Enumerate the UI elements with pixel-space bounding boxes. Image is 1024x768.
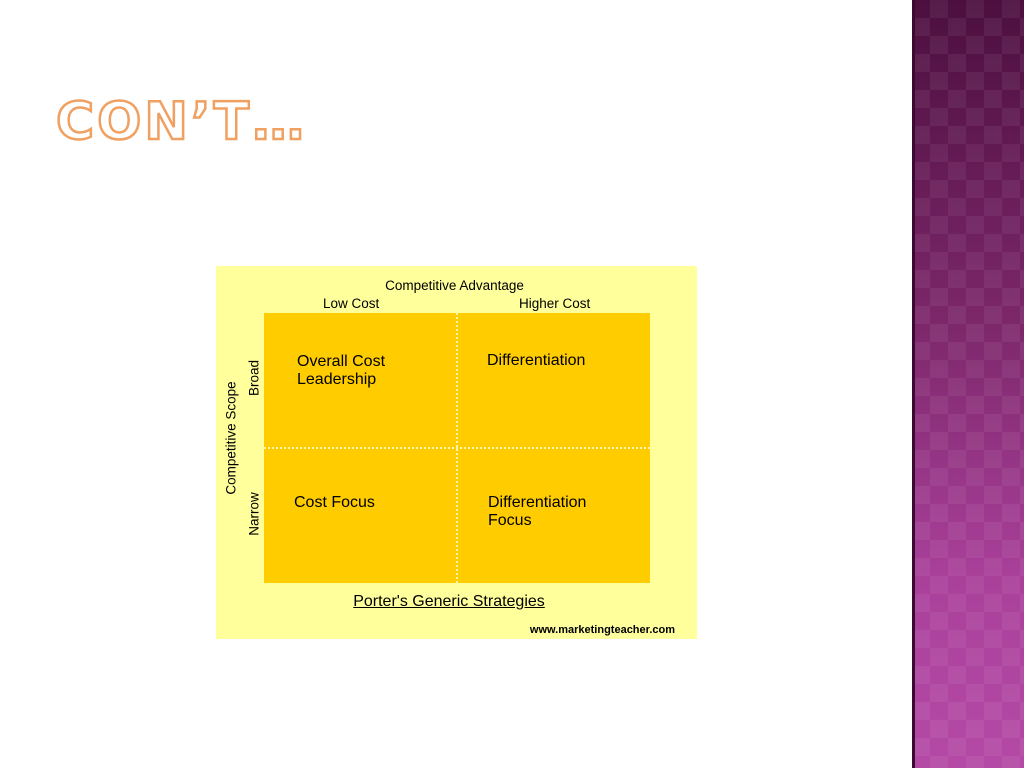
cell-line: Differentiation bbox=[488, 494, 587, 511]
cell-differentiation: Differentiation bbox=[487, 352, 585, 370]
side-band-edge bbox=[912, 0, 915, 768]
row-narrow-label: Narrow bbox=[246, 492, 262, 536]
axis-competitive-scope-label: Competitive Scope bbox=[223, 381, 239, 495]
column-higher-cost-label: Higher Cost bbox=[519, 296, 591, 311]
row-broad-label: Broad bbox=[246, 359, 262, 397]
slide-title: Con’t… bbox=[55, 92, 308, 152]
cell-differentiation-focus: Differentiation Focus bbox=[488, 494, 586, 530]
grid-horizontal-divider bbox=[264, 447, 650, 449]
porters-strategies-diagram: Competitive Advantage Low Cost Higher Co… bbox=[216, 266, 697, 639]
axis-competitive-advantage-label: Competitive Advantage bbox=[385, 278, 524, 293]
cell-line: Cost Focus bbox=[294, 494, 375, 511]
diamond-pattern bbox=[912, 0, 1024, 768]
cell-overall-cost-leadership: Overall Cost Leadership bbox=[297, 353, 385, 389]
cell-line: Overall Cost bbox=[297, 353, 386, 370]
cell-line: Leadership bbox=[297, 371, 377, 388]
strategy-grid: Overall Cost Leadership Differentiation … bbox=[264, 313, 650, 583]
source-url: www.marketingteacher.com bbox=[529, 624, 675, 636]
cell-line: Differentiation bbox=[487, 352, 586, 369]
column-low-cost-label: Low Cost bbox=[323, 296, 380, 311]
diagram-title: Porter's Generic Strategies bbox=[353, 593, 545, 610]
cell-cost-focus: Cost Focus bbox=[294, 494, 375, 512]
cell-line: Focus bbox=[488, 512, 532, 529]
decorative-side-band bbox=[912, 0, 1024, 768]
